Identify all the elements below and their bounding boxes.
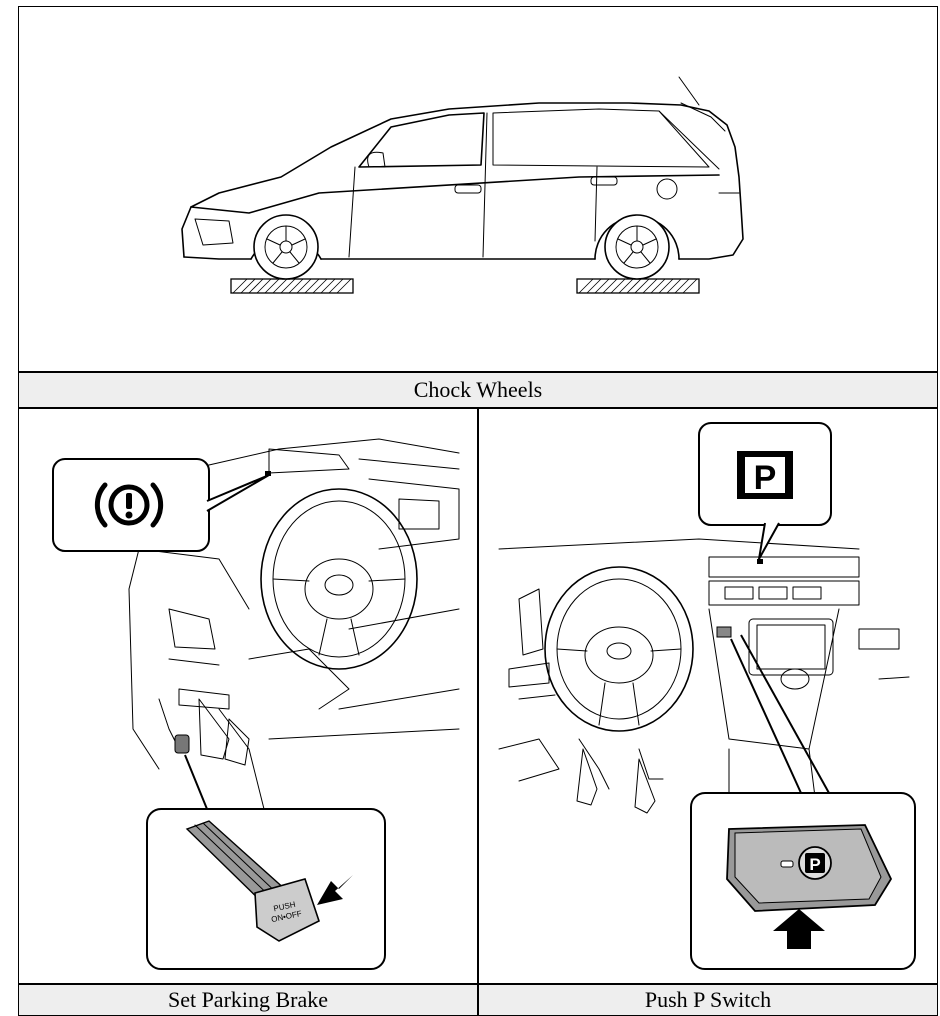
dashboard-illustration: P P [479, 409, 937, 983]
park-indicator-icon: P [737, 451, 793, 499]
park-indicator-callout: P [699, 423, 831, 564]
wheel-chock-front [231, 279, 353, 293]
steering-wheel [545, 567, 693, 731]
chock-wheels-panel [18, 6, 938, 372]
p-switch-letter: P [809, 855, 820, 874]
park-indicator-letter: P [754, 459, 777, 497]
steering-wheel [261, 489, 417, 669]
dashboard-lines [499, 539, 909, 829]
parking-brake-panel: PUSH ON•OFF [18, 408, 478, 984]
car-side-illustration [19, 7, 937, 371]
parking-brake-caption: Set Parking Brake [18, 984, 478, 1016]
wheel-chock-rear [577, 279, 699, 293]
parking-brake-pedal-callout: PUSH ON•OFF [147, 755, 385, 969]
brake-warning-callout [53, 459, 271, 551]
front-wheel [251, 215, 321, 279]
rear-wheel [595, 215, 679, 279]
chock-wheels-caption: Chock Wheels [18, 372, 938, 408]
push-p-switch-caption: Push P Switch [478, 984, 938, 1016]
push-p-switch-panel: P P [478, 408, 938, 984]
driver-footwell-illustration: PUSH ON•OFF [19, 409, 477, 983]
pedals [577, 749, 655, 813]
p-switch-callout: P [691, 635, 915, 969]
pedals [159, 699, 249, 765]
